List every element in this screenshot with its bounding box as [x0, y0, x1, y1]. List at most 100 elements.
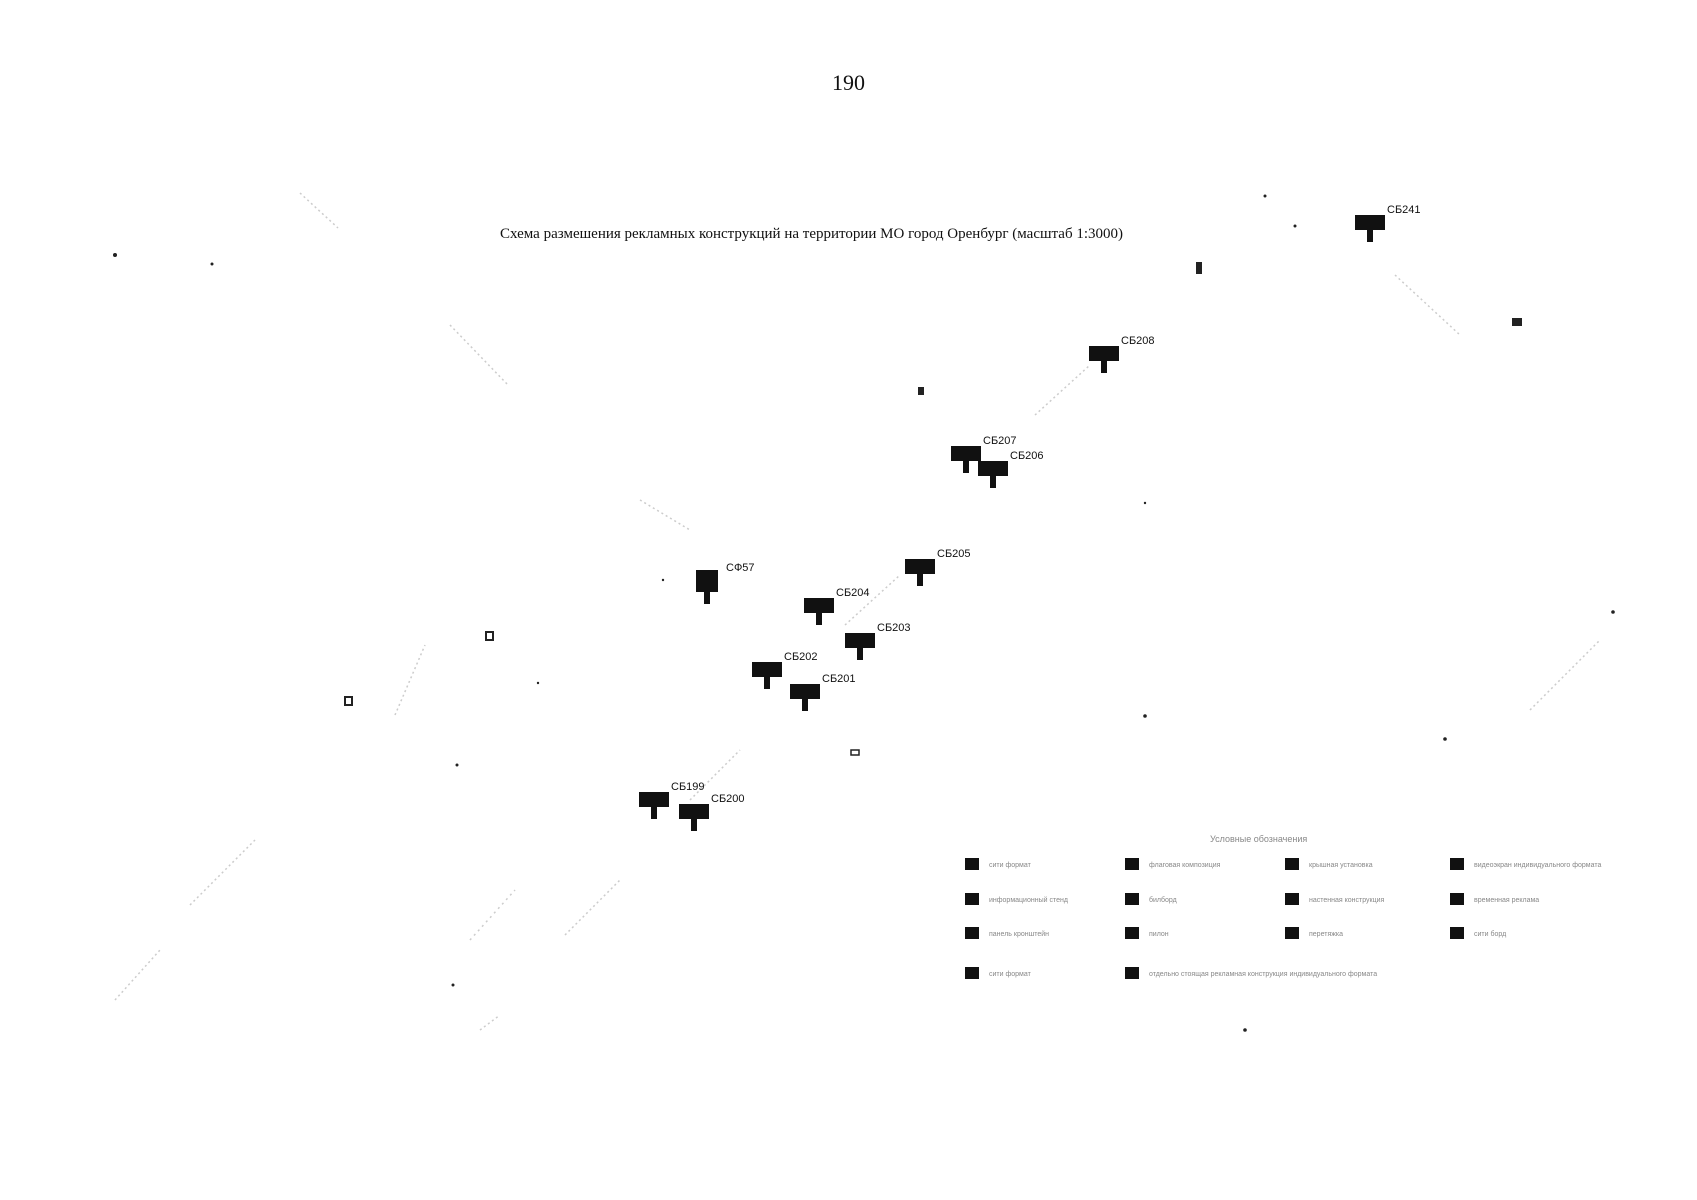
street-line — [449, 324, 509, 386]
legend-label: информационный стенд — [989, 896, 1068, 904]
billboard-marker-sb241[interactable]: СБ241 — [1355, 204, 1421, 242]
billboard-icon — [978, 461, 1008, 476]
legend-item: перетяжка — [1285, 927, 1343, 939]
legend-item: пилон — [1125, 927, 1169, 939]
marker-label: СБ206 — [1010, 450, 1044, 462]
map-dot — [113, 253, 117, 257]
legend-label: отдельно стоящая рекламная конструкция и… — [1149, 971, 1377, 978]
marker-label: СБ241 — [1387, 204, 1421, 216]
billboard-marker-sf57[interactable]: СФ57 — [696, 562, 755, 604]
small-symbol-icon — [485, 631, 494, 641]
street-line — [189, 839, 256, 906]
city-format-icon — [965, 967, 979, 979]
billboard-post — [802, 699, 808, 711]
legend-item: панель кронштейн — [965, 927, 1049, 939]
legend-label: видеоэкран индивидуального формата — [1474, 862, 1601, 869]
billboard-small-icon — [965, 858, 979, 870]
legend-label: сити формат — [989, 862, 1032, 869]
street-line — [564, 879, 621, 936]
billboard-marker-sb203[interactable]: СБ203 — [845, 622, 911, 660]
legend-label: сити формат — [989, 971, 1032, 978]
bracket-panel-icon — [965, 927, 979, 939]
marker-label: СБ199 — [671, 781, 705, 793]
pylon-icon — [1196, 262, 1202, 274]
marker-label: СБ202 — [784, 651, 818, 663]
legend-item: крышная установка — [1285, 858, 1373, 870]
billboard-post — [1367, 230, 1373, 242]
video-screen-icon — [1450, 858, 1464, 870]
small-symbol-icon — [344, 696, 353, 706]
billboard-marker-sb206[interactable]: СБ206 — [978, 450, 1044, 488]
map-dot — [661, 578, 665, 582]
billboard-icon — [696, 570, 718, 592]
marker-label: СБ203 — [877, 622, 911, 634]
billboard-marker-sb199[interactable]: СБ199 — [639, 781, 705, 819]
envelope-icon — [1512, 318, 1522, 326]
billboard-marker-sb200[interactable]: СБ200 — [679, 793, 745, 831]
legend-label: временная реклама — [1474, 897, 1539, 904]
map-dot — [1143, 714, 1147, 718]
legend-label: перетяжка — [1309, 931, 1343, 938]
legend-title: Условные обозначения — [1210, 834, 1307, 844]
billboard-icon — [951, 446, 981, 461]
marker-label: СБ204 — [836, 587, 870, 599]
map-symbols — [344, 262, 1522, 756]
legend-item: сити формат — [965, 967, 1032, 979]
map-points — [113, 194, 1615, 1032]
street-line — [1529, 639, 1601, 711]
legend-label: настенная конструкция — [1309, 897, 1385, 904]
map-dot — [1611, 610, 1615, 614]
street-line — [394, 644, 426, 716]
temporary-structure-icon — [1450, 893, 1464, 905]
marker-label: СБ207 — [983, 435, 1017, 447]
map-dot — [1443, 737, 1447, 741]
billboard-marker-sb201[interactable]: СБ201 — [790, 673, 856, 711]
billboard-marker-sb207[interactable]: СБ207 — [951, 435, 1017, 473]
legend-item: настенная конструкция — [1285, 893, 1385, 905]
billboard-marker-sb202[interactable]: СБ202 — [752, 651, 818, 689]
billboard-icon — [679, 804, 709, 819]
street-line — [689, 749, 741, 801]
banner-stretch-icon — [1285, 927, 1299, 939]
marker-label: СБ200 — [711, 793, 745, 805]
legend-item: временная реклама — [1450, 893, 1539, 905]
map-title: Схема размешения рекламных конструкций н… — [500, 226, 1123, 242]
billboard-icon — [639, 792, 669, 807]
legend-label: сити борд — [1474, 930, 1506, 938]
billboard-icon — [905, 559, 935, 574]
billboard-icon — [1089, 346, 1119, 361]
pylon-icon — [1125, 927, 1139, 939]
street-line — [114, 949, 161, 1001]
map-dot — [451, 983, 455, 987]
legend-label: пилон — [1149, 931, 1169, 938]
small-symbol-icon — [850, 749, 860, 756]
small-symbol-icon — [918, 387, 924, 395]
roof-installation-icon — [1285, 858, 1299, 870]
map-dot — [210, 262, 214, 266]
billboard-post — [764, 677, 770, 689]
page-number: 190 — [832, 70, 865, 95]
legend-item: видеоэкран индивидуального формата — [1450, 858, 1601, 870]
legend-label: крышная установка — [1309, 862, 1373, 869]
info-stand-icon — [965, 893, 979, 905]
billboard-marker-sb208[interactable]: СБ208 — [1089, 335, 1155, 373]
legend-item: отдельно стоящая рекламная конструкция и… — [1125, 967, 1377, 979]
street-line — [639, 499, 691, 531]
map-dot — [536, 681, 540, 685]
legend-items: сити формат флаговая композиция крышная ус… — [965, 858, 1601, 979]
billboard-icon — [845, 633, 875, 648]
city-board-icon — [1450, 927, 1464, 939]
billboard-post — [704, 592, 710, 604]
street-line — [1034, 364, 1091, 416]
street-line — [299, 192, 339, 229]
billboard-post — [917, 574, 923, 586]
marker-label: СБ205 — [937, 548, 971, 560]
billboard-marker-sb204[interactable]: СБ204 — [804, 587, 870, 625]
billboard-icon — [1355, 215, 1385, 230]
billboard-marker-sb205[interactable]: СБ205 — [905, 548, 971, 586]
billboard-post — [963, 461, 969, 473]
street-line — [469, 889, 516, 941]
billboard-icon — [790, 684, 820, 699]
billboard-post — [691, 819, 697, 831]
legend-item: флаговая композиция — [1125, 858, 1221, 870]
